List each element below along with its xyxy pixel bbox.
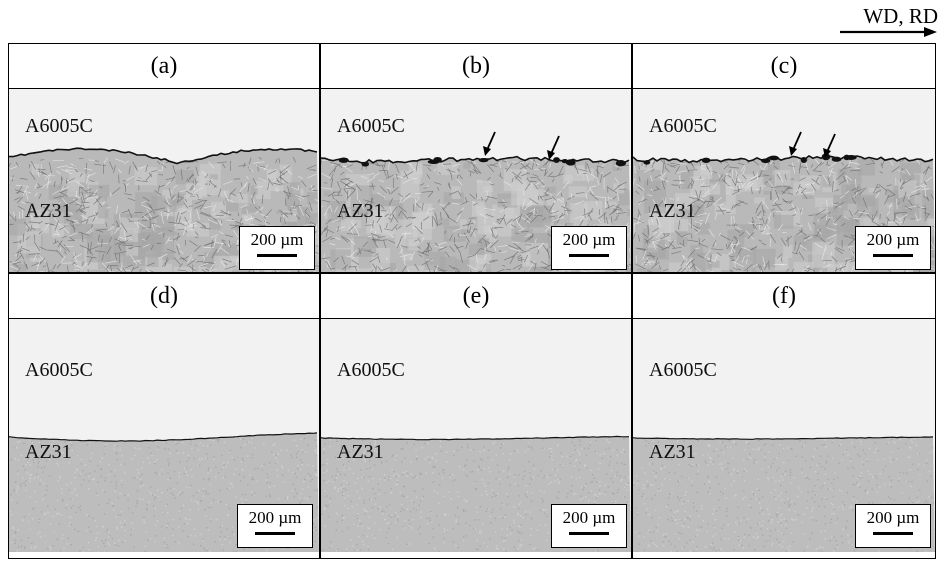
scale-bar-label: 200 µm <box>866 230 920 249</box>
panel-b: (b) A6005C AZ31 200 µm <box>321 44 631 272</box>
scale-bar-line <box>257 254 297 257</box>
scale-bar: 200 µm <box>237 504 313 548</box>
material-bottom-label: AZ31 <box>649 441 696 463</box>
panel-f: (f) A6005C AZ31 200 µm <box>633 274 935 558</box>
material-bottom-label: AZ31 <box>649 200 696 222</box>
scale-bar-line <box>873 254 913 257</box>
material-top-label: A6005C <box>337 115 405 137</box>
scale-bar-label: 200 µm <box>866 508 920 527</box>
material-top-label: A6005C <box>649 359 717 381</box>
scale-bar: 200 µm <box>551 226 627 270</box>
scale-bar: 200 µm <box>551 504 627 548</box>
micrograph-figure: (a) A6005C AZ31 200 µm (b) A6005C AZ31 2… <box>8 43 936 559</box>
panel-label: (f) <box>633 274 935 319</box>
panel-a: (a) A6005C AZ31 200 µm <box>9 44 319 272</box>
material-bottom-label: AZ31 <box>25 441 72 463</box>
direction-label: WD, RD <box>863 4 938 28</box>
panel-label: (e) <box>321 274 631 319</box>
scale-bar-line <box>255 532 295 535</box>
scale-bar-line <box>569 532 609 535</box>
panel-label: (b) <box>321 44 631 89</box>
scale-bar: 200 µm <box>855 504 931 548</box>
material-top-label: A6005C <box>337 359 405 381</box>
direction-indicator: WD, RD <box>838 4 938 40</box>
panel-c: (c) A6005C AZ31 200 µm <box>633 44 935 272</box>
panel-label: (c) <box>633 44 935 89</box>
scale-bar-label: 200 µm <box>562 230 616 249</box>
panel-d: (d) A6005C AZ31 200 µm <box>9 274 319 558</box>
scale-bar-line <box>873 532 913 535</box>
material-top-label: A6005C <box>649 115 717 137</box>
material-bottom-label: AZ31 <box>337 441 384 463</box>
panel-label: (d) <box>9 274 319 319</box>
material-bottom-label: AZ31 <box>337 200 384 222</box>
direction-arrow-icon <box>840 27 937 37</box>
scale-bar-line <box>569 254 609 257</box>
material-top-label: A6005C <box>25 115 93 137</box>
panel-label: (a) <box>9 44 319 89</box>
panel-e: (e) A6005C AZ31 200 µm <box>321 274 631 558</box>
scale-bar-label: 200 µm <box>562 508 616 527</box>
scale-bar-label: 200 µm <box>250 230 304 249</box>
scale-bar-label: 200 µm <box>248 508 302 527</box>
material-bottom-label: AZ31 <box>25 200 72 222</box>
scale-bar: 200 µm <box>239 226 315 270</box>
scale-bar: 200 µm <box>855 226 931 270</box>
material-top-label: A6005C <box>25 359 93 381</box>
